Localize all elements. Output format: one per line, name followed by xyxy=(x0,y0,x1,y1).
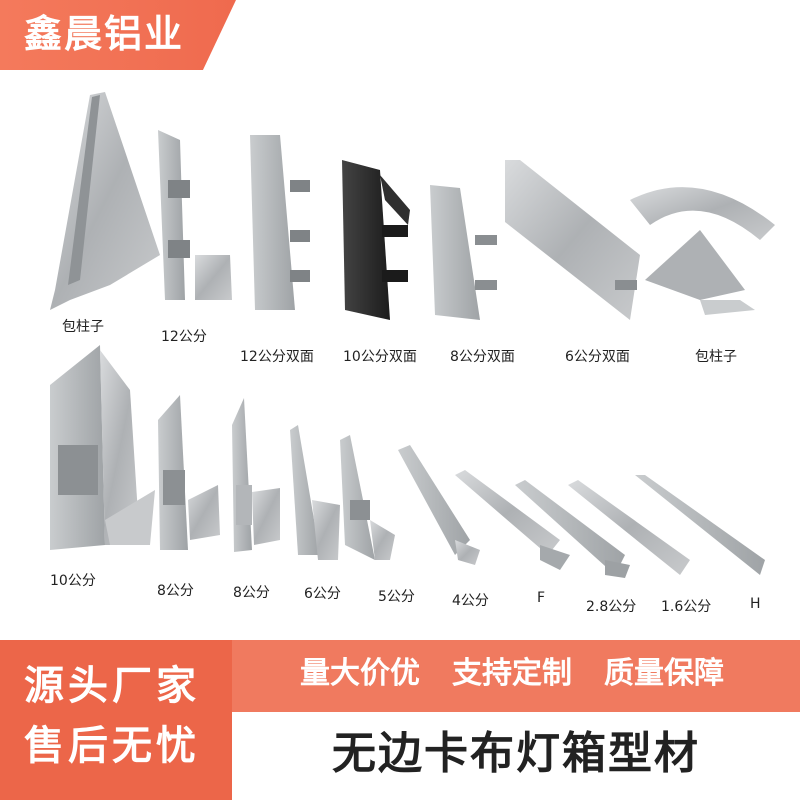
label-column-wrap-2: 包柱子 xyxy=(695,349,737,365)
label-10cm-double: 10公分双面 xyxy=(343,349,417,365)
profile-2-8cm xyxy=(568,480,690,578)
label-5cm: 5公分 xyxy=(378,589,415,605)
promo-box: 源头厂家 售后无忧 xyxy=(0,640,232,800)
profile-f xyxy=(455,470,570,570)
label-f: F xyxy=(537,590,546,606)
label-2-8cm: 2.8公分 xyxy=(586,599,637,615)
label-12cm: 12公分 xyxy=(161,329,207,345)
profile-column-wrap-2 xyxy=(630,187,775,315)
label-8cm: 8公分 xyxy=(157,583,194,599)
bottom-banner: 源头厂家 售后无忧 量大价优 支持定制 质量保障 无边卡布灯箱型材 xyxy=(0,640,800,800)
label-4cm: 4公分 xyxy=(452,593,489,609)
label-12cm-double: 12公分双面 xyxy=(240,349,314,365)
label-1-6cm: 1.6公分 xyxy=(661,599,712,615)
profile-8cm xyxy=(158,395,220,550)
profile-8cm-b xyxy=(232,398,280,552)
profile-10cm xyxy=(50,345,155,550)
profile-6cm xyxy=(290,425,340,560)
label-8cm-b: 8公分 xyxy=(233,585,270,601)
profile-4cm xyxy=(398,445,480,565)
profile-12cm-double xyxy=(250,135,310,310)
product-profiles xyxy=(50,92,775,578)
profile-1-6cm xyxy=(635,475,765,575)
profile-column-wrap-1 xyxy=(50,92,160,310)
slogan-2: 支持定制 xyxy=(452,656,572,691)
slogan-1: 量大价优 xyxy=(300,656,420,691)
profile-8cm-double xyxy=(430,185,497,320)
profile-10cm-double xyxy=(342,160,410,320)
label-6cm: 6公分 xyxy=(304,586,341,602)
slogan-bar: 量大价优 支持定制 质量保障 xyxy=(232,640,800,712)
label-8cm-double: 8公分双面 xyxy=(450,349,515,365)
product-name: 无边卡布灯箱型材 xyxy=(332,728,700,779)
brand-name: 鑫晨铝业 xyxy=(24,12,185,56)
profile-6cm-double xyxy=(505,160,640,320)
product-name-bar xyxy=(232,712,800,800)
profile-f-2 xyxy=(515,480,625,575)
label-h: H xyxy=(750,596,761,612)
promo-line-1: 源头厂家 xyxy=(24,663,200,709)
slogan-3: 质量保障 xyxy=(604,656,724,691)
label-6cm-double: 6公分双面 xyxy=(565,349,630,365)
profile-12cm xyxy=(158,130,232,300)
promo-line-2: 售后无忧 xyxy=(24,723,200,769)
profile-5cm xyxy=(340,435,395,560)
label-10cm: 10公分 xyxy=(50,573,96,589)
label-column-wrap-1: 包柱子 xyxy=(62,319,104,335)
brand-banner: 鑫晨铝业 xyxy=(0,0,236,70)
